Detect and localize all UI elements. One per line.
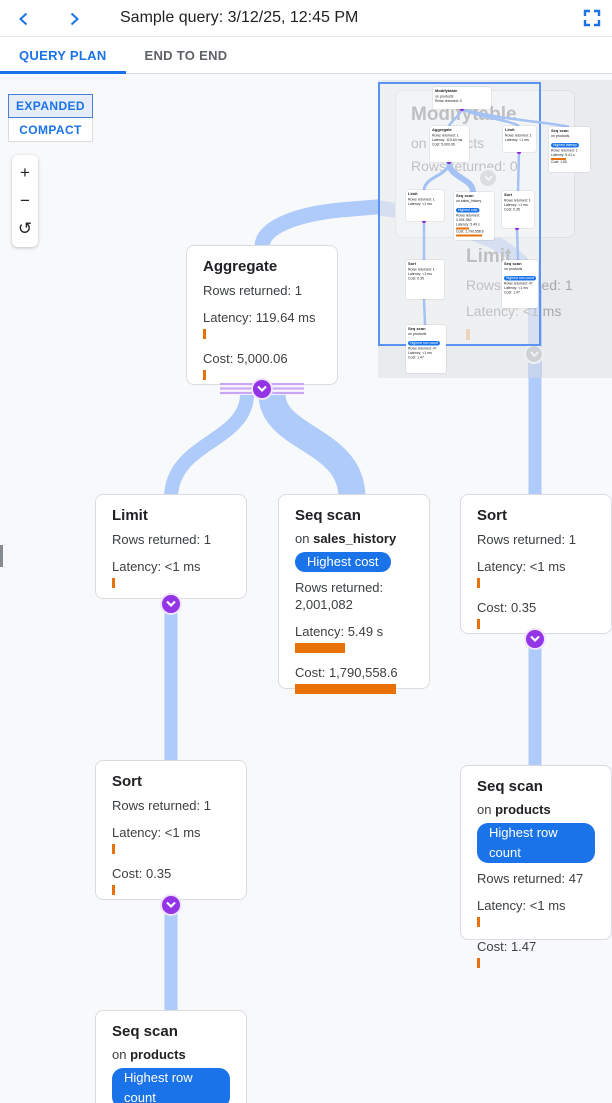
plan-node-seq-scan-products-right[interactable]: Seq scan on products Highest row count R… [460, 765, 612, 968]
highest-row-count-badge: Highest row count [477, 823, 595, 863]
node-title: Sort [477, 507, 507, 524]
cost-label: Cost: 1.47 [477, 939, 537, 954]
cost-label: Cost: 1,790,558.6 [295, 665, 398, 680]
latency-label: Latency: <1 ms [112, 825, 201, 840]
rows-returned: Rows returned: 1 [477, 532, 576, 547]
collapse-chevron-sort-left[interactable] [160, 894, 182, 916]
node-title: Seq scan [477, 778, 543, 795]
tab-bar: QUERY PLAN END TO END [0, 37, 612, 74]
minimap-badge: Highest row count [408, 341, 441, 346]
plan-node-seq-scan-products-bottom[interactable]: Seq scan on products Highest row count R… [95, 1010, 247, 1103]
node-title: Sort [112, 773, 142, 790]
minimap-node-seq-scan-sales: Seq scan on sales_history Highest cost R… [454, 192, 494, 240]
minimap-badge: Highest row count [504, 276, 537, 281]
zoom-in-button[interactable]: + [12, 159, 38, 187]
zoom-out-button[interactable]: − [12, 187, 38, 215]
title-bar: Sample query: 3/12/25, 12:45 PM [0, 0, 612, 37]
latency-bar [295, 643, 345, 653]
minimap-edges [421, 106, 570, 326]
minimap-badge: Highest cost [456, 208, 480, 213]
tab-query-plan[interactable]: QUERY PLAN [0, 37, 126, 74]
node-title: Aggregate [203, 258, 278, 275]
rows-returned: Rows returned: 47 [477, 871, 584, 886]
cost-bar [112, 885, 115, 895]
plan-node-sort-left[interactable]: Sort Rows returned: 1 Latency: <1 ms Cos… [95, 760, 247, 900]
plan-node-seq-scan-sales-history[interactable]: Seq scan on sales_history Highest cost R… [278, 494, 430, 694]
cost-label: Cost: 0.35 [477, 600, 537, 615]
zoom-controls: + − ↺ [12, 155, 38, 247]
cost-label: Cost: 5,000.06 [203, 351, 288, 366]
chevron-left-icon [12, 12, 36, 26]
latency-bar [112, 578, 115, 588]
collapse-chevron-aggregate[interactable] [251, 378, 273, 400]
plan-node-limit[interactable]: Limit Rows returned: 1 Latency: <1 ms [95, 494, 247, 599]
plan-node-sort-right[interactable]: Sort Rows returned: 1 Latency: <1 ms Cos… [460, 494, 612, 634]
forward-button[interactable] [62, 7, 86, 31]
rows-returned: Rows returned: 1 [203, 283, 302, 298]
cost-bar [203, 370, 206, 380]
collapse-chevron-sort-right[interactable] [524, 628, 546, 650]
fullscreen-button[interactable] [580, 7, 604, 31]
latency-label: Latency: 5.49 s [295, 624, 384, 639]
latency-label: Latency: <1 ms [112, 559, 201, 574]
latency-label: Latency: <1 ms [477, 559, 566, 574]
latency-label: Latency: <1 ms [477, 898, 566, 913]
query-plan-canvas[interactable]: Aggregate Rows returned: 1 Latency: 119.… [0, 74, 612, 1103]
highest-row-count-badge: Highest row count [112, 1068, 230, 1103]
back-button[interactable] [12, 7, 36, 31]
table-label: on products [477, 802, 551, 817]
minimap-node-seq-scan-products-right: Seq scan on products Highest row count R… [502, 260, 538, 308]
latency-label: Latency: 119.64 ms [203, 310, 316, 325]
rows-returned: Rows returned: 2,001,082 [295, 580, 384, 612]
compact-button[interactable]: COMPACT [8, 118, 93, 142]
minimap-node-seq-scan-latency: Seq scan on products Highest latency Row… [549, 127, 590, 172]
rows-returned: Rows returned: 1 [112, 532, 211, 547]
collapse-chevron-limit[interactable] [160, 593, 182, 615]
view-mode-toggle: EXPANDED COMPACT [8, 94, 93, 142]
tab-end-to-end[interactable]: END TO END [126, 37, 247, 74]
highest-cost-badge: Highest cost [295, 552, 391, 572]
plan-node-aggregate[interactable]: Aggregate Rows returned: 1 Latency: 119.… [186, 245, 338, 385]
node-title: Seq scan [295, 507, 361, 524]
minimap-badge: Highest latency [551, 143, 579, 148]
reset-view-button[interactable]: ↺ [12, 215, 38, 243]
fullscreen-icon [583, 9, 601, 30]
latency-bar [112, 844, 115, 854]
chevron-right-icon [62, 12, 86, 26]
left-scrollbar-thumb[interactable] [0, 545, 3, 567]
node-title: Seq scan [112, 1023, 178, 1040]
ghost-chevron-icon [478, 168, 498, 188]
latency-bar [203, 329, 206, 339]
minimap[interactable]: Modifytable on products Rows returned: 0… [378, 80, 612, 378]
page-title: Sample query: 3/12/25, 12:45 PM [120, 9, 359, 26]
table-label: on sales_history [295, 531, 397, 546]
plan-edges [164, 197, 542, 1014]
latency-bar [477, 578, 480, 588]
latency-bar [477, 917, 480, 927]
cost-bar [295, 684, 396, 694]
rows-returned: Rows returned: 1 [112, 798, 211, 813]
cost-bar [477, 958, 480, 968]
expanded-button[interactable]: EXPANDED [8, 94, 93, 118]
minimap-node-seq-scan-products-bottom: Seq scan on products Highest row count R… [406, 325, 446, 373]
node-title: Limit [112, 507, 148, 524]
cost-bar [477, 619, 480, 629]
ghost-node-limit: Limit Rows returned: 1 Latency: <1 ms [466, 246, 612, 340]
table-label: on products [112, 1047, 186, 1062]
cost-label: Cost: 0.35 [112, 866, 172, 881]
